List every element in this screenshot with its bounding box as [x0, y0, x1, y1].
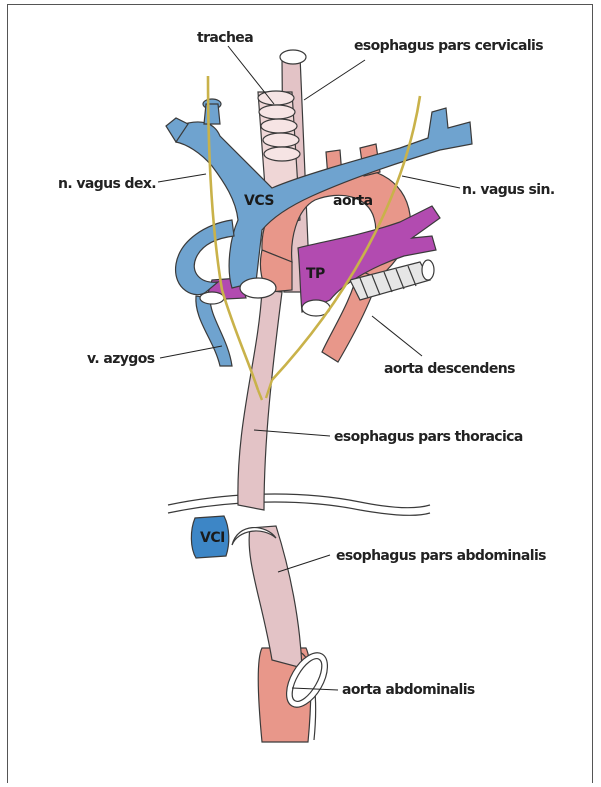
label-esophagus-thoracica: esophagus pars thoracica: [334, 429, 523, 445]
label-tp: TP: [306, 266, 325, 282]
label-esophagus-abdominalis: esophagus pars abdominalis: [336, 548, 546, 564]
label-esophagus-cervicalis: esophagus pars cervicalis: [354, 38, 543, 54]
esophagus-thoracic-vessel: [238, 290, 282, 510]
label-aorta-abdominalis: aorta abdominalis: [342, 682, 475, 698]
label-trachea: trachea: [197, 30, 253, 46]
label-vagus-sin: n. vagus sin.: [462, 182, 555, 198]
label-aorta-descendens: aorta descendens: [384, 361, 515, 377]
label-azygos: v. azygos: [87, 351, 155, 367]
diaphragm: [168, 494, 430, 515]
label-vcs: VCS: [244, 193, 274, 209]
label-aorta: aorta: [333, 193, 373, 209]
label-vagus-dex: n. vagus dex.: [58, 176, 156, 192]
label-vci: VCI: [200, 530, 225, 546]
